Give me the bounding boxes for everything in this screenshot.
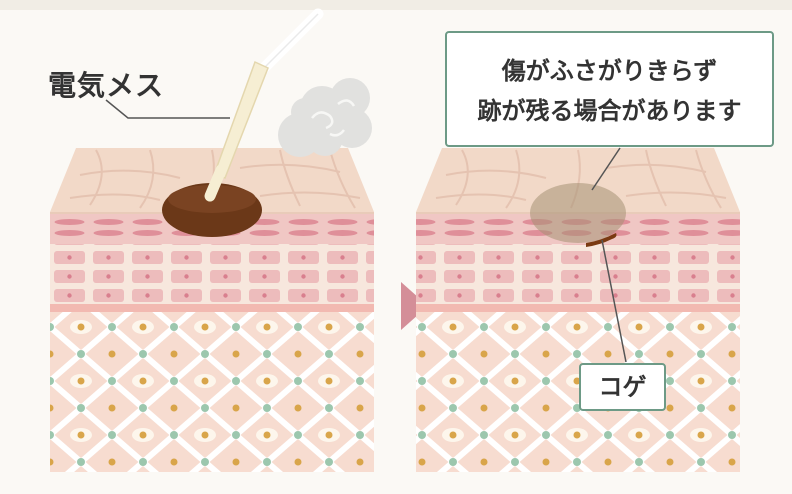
arrow-right-icon <box>401 282 428 330</box>
char-mark <box>586 233 617 247</box>
scar-area <box>530 183 626 243</box>
smoke-puff <box>278 78 372 157</box>
result-callout-line2: 跡が残る場合があります <box>477 97 742 125</box>
right-skin-block <box>416 148 740 472</box>
top-band <box>0 0 792 10</box>
char-callout: コゲ <box>579 363 666 411</box>
electric-scalpel-label: 電気メス <box>48 69 165 102</box>
scalpel-leader-line <box>105 99 230 119</box>
electric-scalpel-icon <box>204 8 324 202</box>
result-callout-line1: 傷がふさがりきらず <box>501 57 718 85</box>
char-leader-line <box>601 239 627 363</box>
result-leader-line <box>591 147 621 191</box>
result-callout: 傷がふさがりきらず 跡が残る場合があります <box>445 31 774 147</box>
